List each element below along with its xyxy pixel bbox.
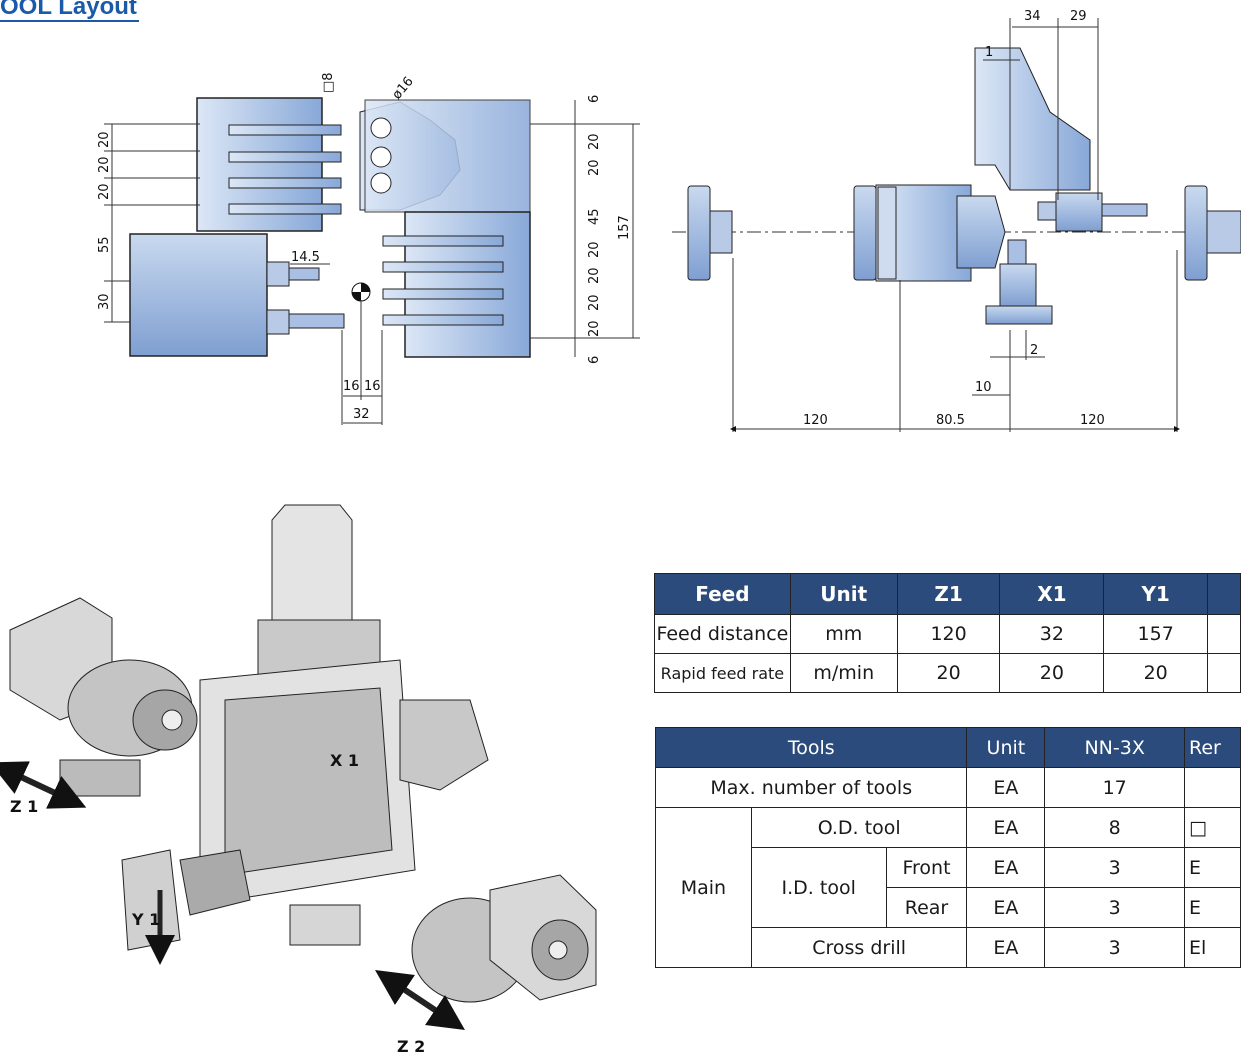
- table-row: Feed distance mm 120 32 157: [654, 614, 1241, 654]
- table-cell: E: [1184, 887, 1241, 928]
- dim-label: 120: [803, 413, 828, 428]
- table-cell: 32: [999, 614, 1105, 654]
- table-cell: 8: [1044, 807, 1186, 848]
- isometric-assembly-drawing: Z 1 X 1 Y 1 Z 2: [0, 504, 597, 1056]
- table-cell: 20: [999, 653, 1105, 693]
- dim-label: □8: [321, 72, 336, 93]
- table-cell: EA: [966, 887, 1046, 928]
- feed-table: Feed Unit Z1 X1 Y1 Feed distance mm 120 …: [654, 573, 1241, 693]
- table-cell: 120: [896, 614, 1001, 654]
- table-cell: 20: [1103, 653, 1209, 693]
- table-cell: [1207, 653, 1241, 693]
- table-cell: Front: [885, 847, 968, 888]
- dim-label: 16: [364, 379, 381, 394]
- dim-label: 14.5: [291, 250, 320, 265]
- table-cell: O.D. tool: [750, 807, 968, 848]
- unit-header: Unit: [966, 727, 1046, 768]
- table-cell: EA: [966, 807, 1046, 848]
- dim-label: 20: [97, 131, 112, 148]
- dim-label: 157: [617, 215, 632, 240]
- dim-label: 1: [985, 45, 993, 60]
- axis-label-z2: Z 2: [397, 1037, 425, 1056]
- dim-label: 29: [1070, 9, 1087, 24]
- table-row: Main O.D. tool EA 8 □: [655, 807, 1241, 968]
- dim-label: 20: [97, 156, 112, 173]
- dim-label: 20: [97, 183, 112, 200]
- tools-header: Tools: [654, 727, 968, 768]
- dim-label: 80.5: [936, 413, 965, 428]
- remark-header: Rer: [1184, 727, 1241, 768]
- table-cell: 20: [896, 653, 1001, 693]
- dim-label: ø16: [390, 74, 417, 102]
- dim-label: 45: [587, 208, 602, 225]
- table-cell: Feed distance: [654, 614, 791, 654]
- dim-label: 20: [587, 241, 602, 258]
- cut-off-header: [1207, 573, 1241, 615]
- feed-header: Feed: [654, 573, 791, 615]
- table-cell: 3: [1044, 927, 1186, 968]
- model-header: NN-3X: [1044, 727, 1186, 768]
- table-cell: 17: [1044, 767, 1186, 808]
- dim-label: 20: [587, 320, 602, 337]
- table-cell: □: [1184, 807, 1241, 848]
- table-cell: E: [1184, 847, 1241, 888]
- dim-label: 30: [97, 293, 112, 310]
- z1-header: Z1: [896, 573, 1001, 615]
- table-cell: EA: [966, 927, 1046, 968]
- table-cell: 157: [1103, 614, 1209, 654]
- dim-label: 20: [587, 159, 602, 176]
- table-cell: EA: [966, 847, 1046, 888]
- feed-table-header: Feed Unit Z1 X1 Y1: [654, 573, 1241, 615]
- unit-header: Unit: [789, 573, 898, 615]
- dim-label: 20: [587, 133, 602, 150]
- table-cell: 3: [1044, 847, 1186, 888]
- right-dimension-labels: 34 29 1 2 10 120 80.5 120: [803, 9, 1105, 428]
- table-cell: El: [1184, 927, 1241, 968]
- table-row: Rear EA 3 E: [656, 887, 1241, 928]
- dim-label: 10: [975, 380, 992, 395]
- table-row: Rapid feed rate m/min 20 20 20: [654, 653, 1241, 693]
- table-cell: I.D. tool: [750, 847, 887, 928]
- axis-label-z1: Z 1: [10, 797, 38, 816]
- table-cell: Rapid feed rate: [654, 653, 791, 693]
- dim-label: 6: [587, 356, 602, 364]
- table-cell: mm: [789, 614, 898, 654]
- dim-label: 2: [1030, 343, 1038, 358]
- tools-table-header: Tools Unit NN-3X Rer: [654, 727, 1241, 768]
- dim-label: 20: [587, 267, 602, 284]
- left-tool-layout-drawing: □8 ø16 20 20 20 55 30 14.5 16 16 32 6 20…: [97, 72, 640, 425]
- dim-label: 32: [353, 407, 370, 422]
- table-cell: Main: [655, 807, 752, 968]
- x1-header: X1: [999, 573, 1105, 615]
- axis-label-y1: Y 1: [131, 910, 160, 929]
- table-cell: [1184, 767, 1241, 808]
- dim-label: 120: [1080, 413, 1105, 428]
- y1-header: Y1: [1103, 573, 1209, 615]
- dim-label: 6: [587, 95, 602, 103]
- table-row: Max. number of tools EA 17: [654, 767, 1241, 808]
- table-cell: [1207, 614, 1241, 654]
- table-cell: Rear: [885, 887, 968, 928]
- table-cell: EA: [966, 767, 1046, 808]
- table-cell: Cross drill: [750, 927, 968, 968]
- dim-label: 55: [97, 236, 112, 253]
- dim-label: 16: [343, 379, 360, 394]
- table-cell: 3: [1044, 887, 1186, 928]
- tools-table: Tools Unit NN-3X Rer Max. number of tool…: [654, 727, 1241, 968]
- table-row: Cross drill EA 3 El: [656, 927, 1241, 968]
- table-cell: m/min: [789, 653, 898, 693]
- dim-label: 34: [1024, 9, 1041, 24]
- right-tool-layout-drawing: 34 29 1 2 10 120 80.5 120: [672, 9, 1241, 432]
- table-cell: Max. number of tools: [654, 767, 968, 808]
- axis-label-x1: X 1: [330, 751, 359, 770]
- dim-label: 20: [587, 294, 602, 311]
- page-title: OOL Layout: [0, 0, 139, 22]
